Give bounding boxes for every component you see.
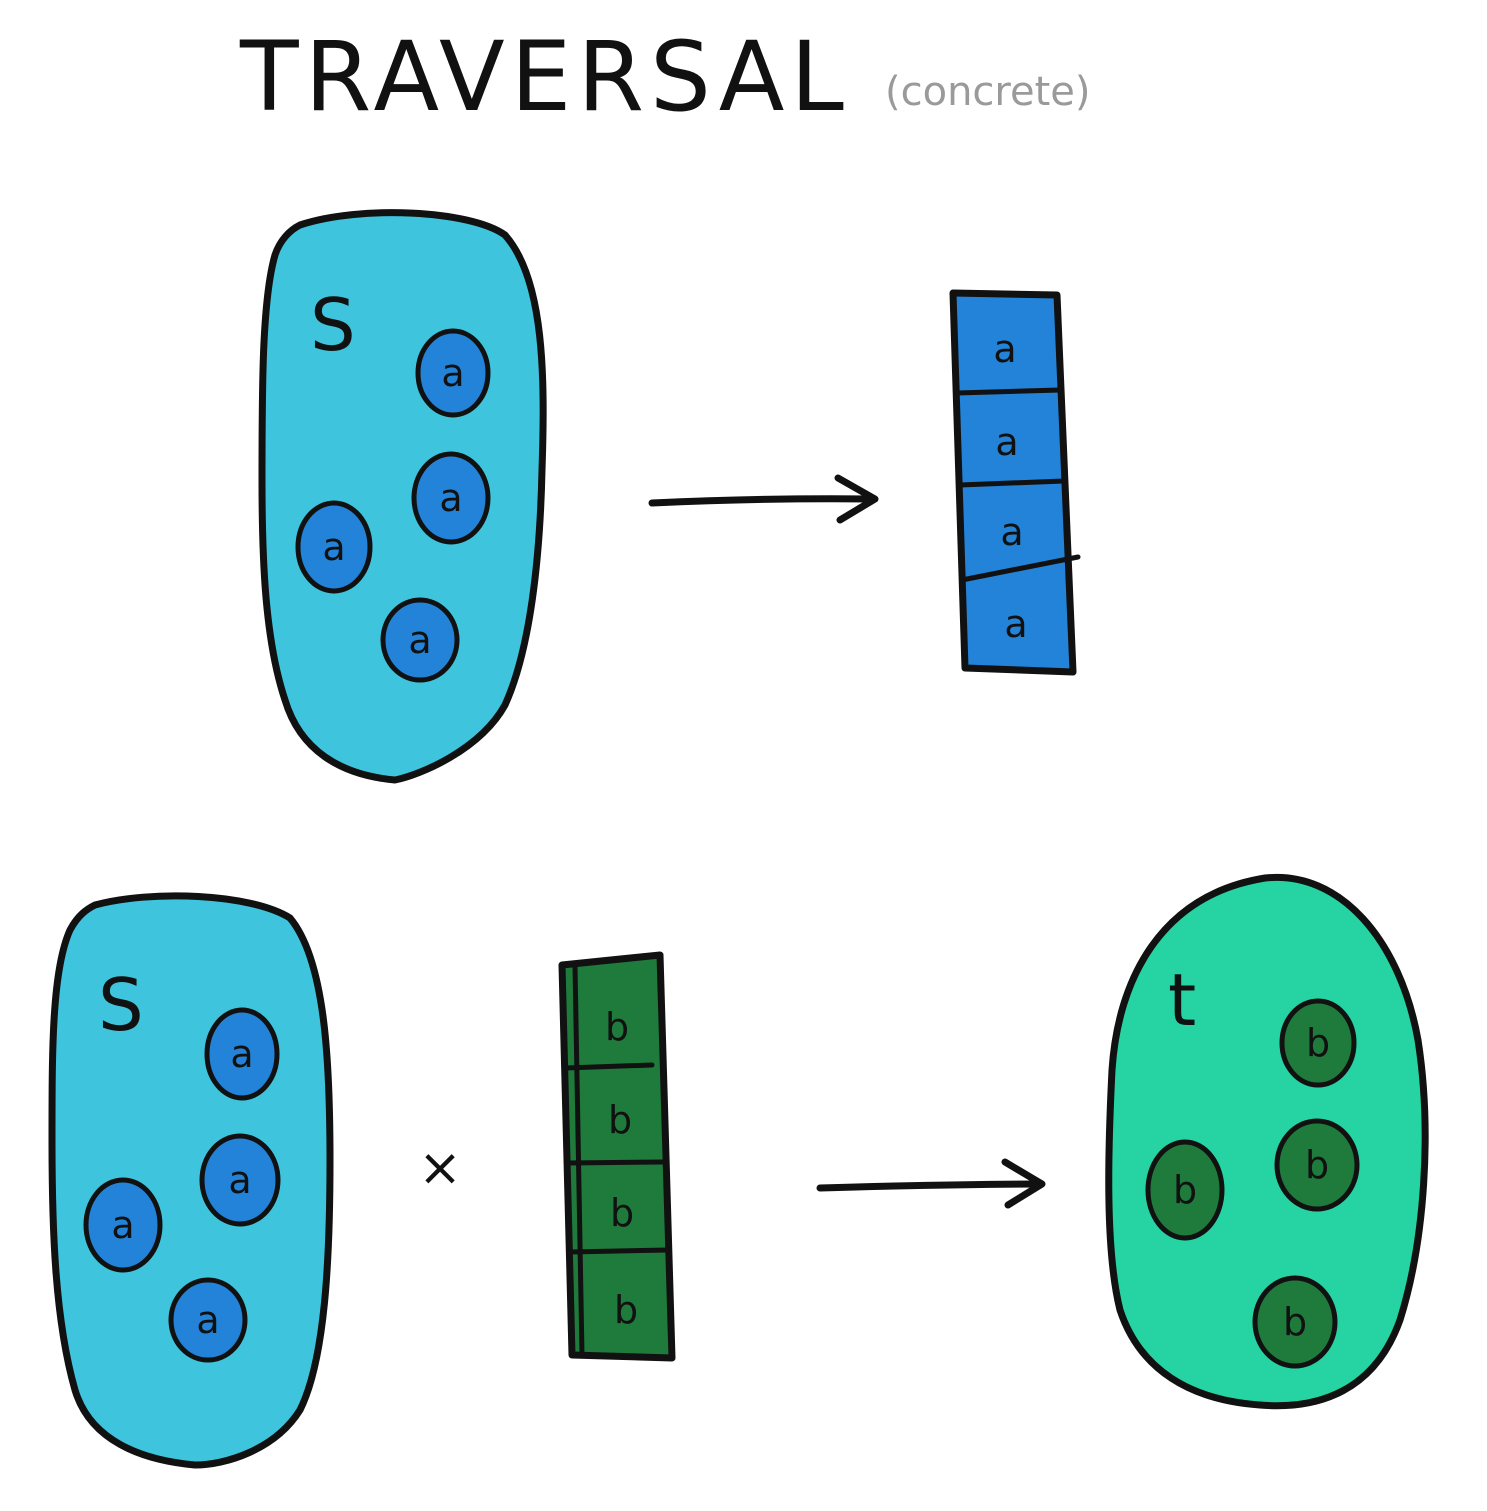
- top-list-cell: a: [1004, 602, 1027, 646]
- bottom-set-element: a: [199, 1133, 281, 1227]
- bottom-set-t-element: b: [1279, 998, 1357, 1088]
- diagram-subtitle: (concrete): [885, 69, 1091, 115]
- svg-text:a: a: [196, 1298, 219, 1342]
- top-set-s-blob: [258, 209, 547, 784]
- svg-text:b: b: [1173, 1168, 1197, 1212]
- svg-text:a: a: [230, 1032, 253, 1076]
- bottom-list-cell: b: [610, 1191, 634, 1235]
- svg-text:a: a: [111, 1203, 134, 1247]
- top-set-element: a: [380, 597, 460, 683]
- bottom-right-arrow-icon: [816, 1158, 1046, 1209]
- svg-text:a: a: [322, 525, 345, 569]
- bottom-list-cell: b: [605, 1005, 629, 1049]
- bottom-source-set: S a a a a: [48, 892, 334, 1469]
- bottom-set-element: a: [204, 1007, 280, 1101]
- top-set-element: a: [411, 451, 491, 545]
- bottom-set-t-label: t: [1168, 958, 1196, 1042]
- bottom-list-cell: b: [608, 1098, 632, 1142]
- svg-text:a: a: [439, 476, 462, 520]
- bottom-set-element: a: [83, 1177, 163, 1273]
- bottom-list-cell: b: [614, 1288, 638, 1332]
- svg-text:a: a: [228, 1158, 251, 1202]
- svg-text:b: b: [1305, 1143, 1329, 1187]
- bottom-set-t-blob: [1105, 873, 1429, 1410]
- times-operator: ×: [418, 1138, 462, 1198]
- bottom-set-t-element: b: [1274, 1118, 1360, 1212]
- svg-text:b: b: [1283, 1300, 1307, 1344]
- top-list-cell: a: [995, 420, 1018, 464]
- bottom-result-set: t b b b b: [1105, 873, 1429, 1410]
- bottom-input-list: b b b b: [558, 951, 676, 1362]
- bottom-set-t-element: b: [1145, 1139, 1225, 1241]
- top-list-cell: a: [1000, 510, 1023, 554]
- top-list-cell: a: [993, 327, 1016, 371]
- bottom-set-s-label: S: [98, 963, 144, 1047]
- svg-text:b: b: [1306, 1021, 1330, 1065]
- svg-text:a: a: [408, 618, 431, 662]
- top-result-list: a a a a: [949, 289, 1081, 676]
- top-set-element: a: [415, 328, 491, 418]
- bottom-set-s-blob: [48, 892, 334, 1469]
- top-right-arrow-icon: [648, 474, 879, 524]
- top-set-element: a: [295, 500, 373, 594]
- svg-text:a: a: [441, 351, 464, 395]
- diagram-title: TRAVERSAL: [239, 21, 850, 133]
- top-source-set: S a a a a: [258, 209, 547, 784]
- bottom-set-element: a: [168, 1277, 248, 1363]
- top-set-s-label: S: [310, 283, 356, 367]
- bottom-set-t-element: b: [1252, 1275, 1338, 1369]
